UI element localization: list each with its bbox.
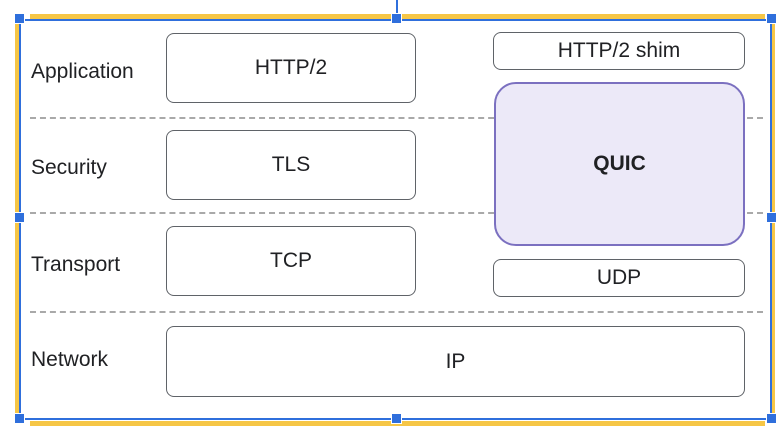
rotate-handle-stem	[396, 0, 398, 14]
ip-box[interactable]: IP	[166, 326, 745, 397]
layer-separator-transport-network	[30, 311, 763, 313]
http2-shim-box[interactable]: HTTP/2 shim	[493, 32, 745, 70]
layer-label-network: Network	[31, 348, 109, 371]
tls-box[interactable]: TLS	[166, 130, 416, 200]
resize-handle-top-right[interactable]	[766, 13, 777, 24]
resize-handle-top-left[interactable]	[14, 13, 25, 24]
resize-handle-bottom-left[interactable]	[14, 413, 25, 424]
layer-label-transport: Transport	[31, 253, 121, 276]
http2-box[interactable]: HTTP/2	[166, 33, 416, 103]
resize-handle-bottom-center[interactable]	[391, 413, 402, 424]
layer-separator-security-transport	[30, 212, 763, 214]
resize-handle-middle-right[interactable]	[766, 212, 777, 223]
tcp-box[interactable]: TCP	[166, 226, 416, 296]
layer-label-security: Security	[31, 156, 107, 179]
resize-handle-top-center[interactable]	[391, 13, 402, 24]
layer-separator-application-security	[30, 117, 763, 119]
quic-box[interactable]: QUIC	[494, 82, 745, 246]
resize-handle-middle-left[interactable]	[14, 212, 25, 223]
layer-label-application: Application	[31, 60, 134, 83]
udp-box[interactable]: UDP	[493, 259, 745, 297]
resize-handle-bottom-right[interactable]	[766, 413, 777, 424]
